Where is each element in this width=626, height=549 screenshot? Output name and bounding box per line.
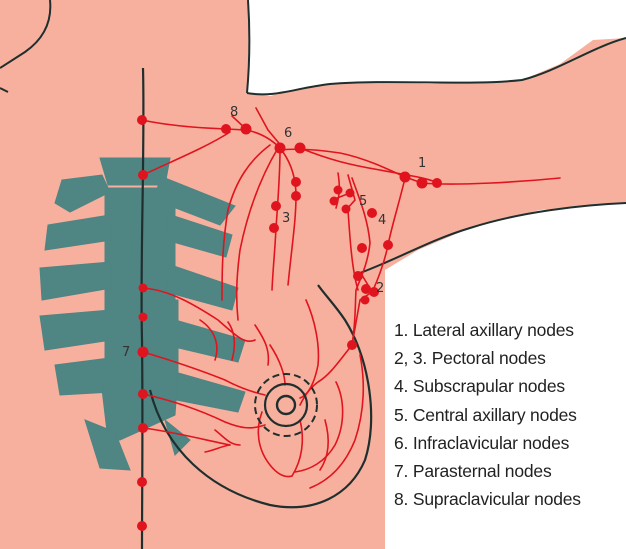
node-label-4: 4 — [378, 213, 386, 228]
legend-item: 5. Central axillary nodes — [394, 401, 581, 429]
node-pectoral — [291, 177, 301, 187]
node-label-5: 5 — [359, 194, 367, 209]
node-pectoral — [361, 296, 370, 305]
node-parasternal — [138, 389, 148, 399]
node-lateral-axillary — [417, 178, 428, 189]
node-infraclavicular — [295, 143, 306, 154]
node-lateral-axillary — [432, 178, 442, 188]
node-central-axillary — [342, 205, 351, 214]
node-parasternal — [139, 284, 148, 293]
node-label-8: 8 — [230, 105, 238, 120]
node-subscapular — [357, 243, 367, 253]
node-subscapular — [367, 208, 377, 218]
node-parasternal — [138, 347, 149, 358]
node-parasternal — [137, 521, 147, 531]
node-infraclavicular — [275, 143, 286, 154]
node-pectoral — [291, 191, 301, 201]
legend-item: 4. Subscrapular nodes — [394, 372, 581, 400]
legend-item: 6. Infraclavicular nodes — [394, 429, 581, 457]
node-label-7: 7 — [122, 345, 130, 360]
node-lateral-axillary — [400, 172, 411, 183]
node-subscapular — [383, 240, 393, 250]
legend-item: 7. Parasternal nodes — [394, 457, 581, 485]
node-pectoral — [271, 201, 281, 211]
legend-item: 8. Supraclavicular nodes — [394, 485, 581, 513]
node-label-2: 2 — [376, 281, 384, 296]
node-parasternal — [137, 115, 147, 125]
node-label-1: 1 — [418, 156, 426, 171]
node-supraclavicular — [221, 124, 231, 134]
node-pectoral — [353, 271, 363, 281]
node-central-axillary — [330, 197, 339, 206]
node-pectoral — [347, 340, 357, 350]
node-central-axillary — [334, 186, 343, 195]
node-label-3: 3 — [282, 211, 290, 226]
node-label-6: 6 — [284, 126, 292, 141]
node-parasternal — [139, 313, 148, 322]
legend-item: 1. Lateral axillary nodes — [394, 316, 581, 344]
node-pectoral — [269, 223, 279, 233]
node-parasternal — [137, 477, 147, 487]
node-parasternal — [138, 423, 148, 433]
legend: 1. Lateral axillary nodes 2, 3. Pectoral… — [394, 316, 581, 513]
node-parasternal — [138, 170, 148, 180]
legend-item: 2, 3. Pectoral nodes — [394, 344, 581, 372]
node-central-axillary — [346, 189, 355, 198]
node-supraclavicular — [241, 124, 252, 135]
